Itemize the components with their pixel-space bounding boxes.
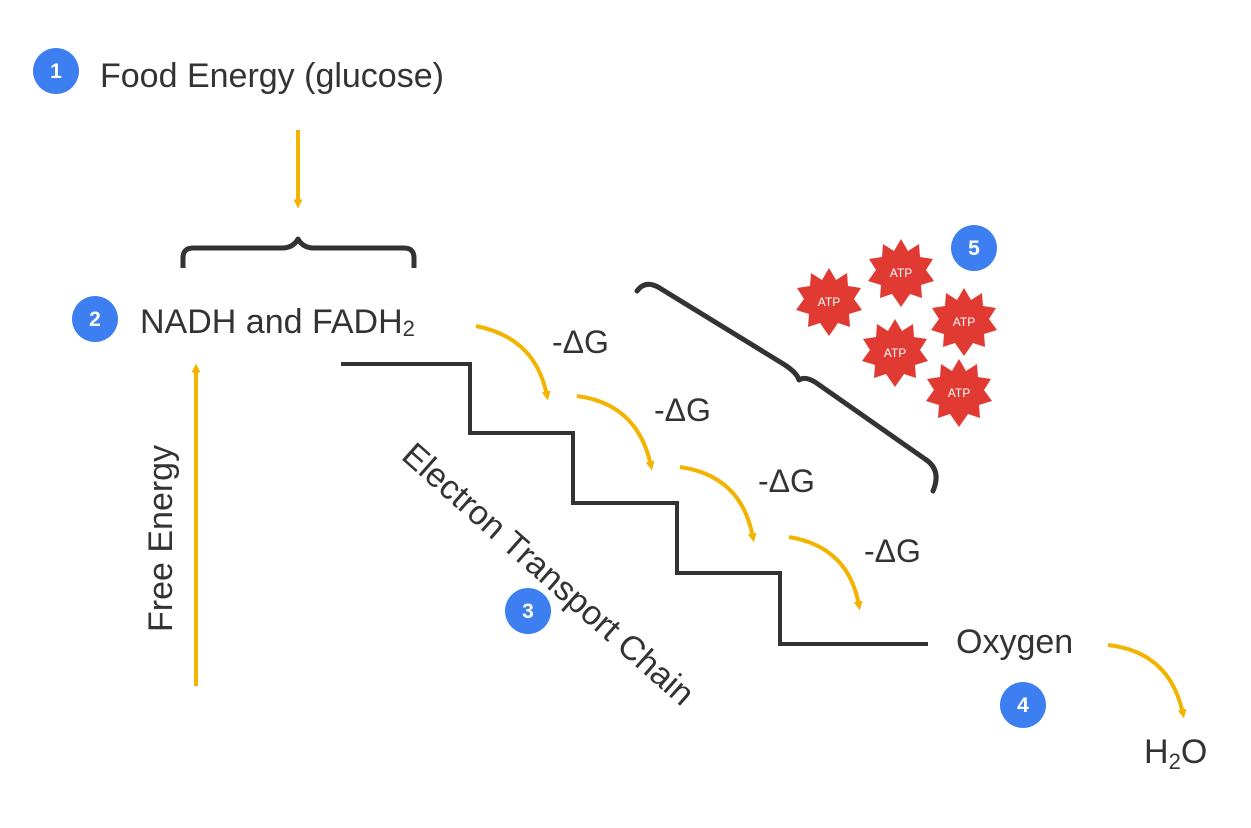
svg-text:3: 3 <box>522 600 534 623</box>
svg-text:ATP: ATP <box>884 346 906 360</box>
svg-text:ATP: ATP <box>890 266 912 280</box>
oxygen-to-water-arrow <box>1107 643 1187 719</box>
food-energy-label: Food Energy (glucose) <box>100 57 444 95</box>
water-label: H2O <box>1144 733 1207 774</box>
step-arrow-3 <box>679 465 757 543</box>
atp-star-1: ATP <box>796 268 862 336</box>
oxygen-label: Oxygen <box>956 623 1073 661</box>
etc-label: Electron Transport Chain <box>395 436 702 714</box>
badge-1: 1 <box>33 48 79 94</box>
atp-star-2: ATP <box>868 239 934 307</box>
badge-5: 5 <box>951 225 997 271</box>
svg-text:5: 5 <box>968 237 980 260</box>
free-energy-label: Free Energy <box>142 445 180 632</box>
badge-2: 2 <box>72 296 118 342</box>
energy-staircase <box>341 362 928 646</box>
step-arrow-4 <box>788 535 863 611</box>
badge-4: 4 <box>1000 682 1046 728</box>
delta-g-label-2: -ΔG <box>654 392 711 428</box>
svg-text:ATP: ATP <box>948 386 970 400</box>
svg-text:2: 2 <box>89 308 101 331</box>
diagonal-brace <box>634 281 939 494</box>
atp-star-3: ATP <box>931 288 997 356</box>
svg-text:4: 4 <box>1017 694 1029 717</box>
delta-g-label-1: -ΔG <box>552 324 609 360</box>
svg-text:ATP: ATP <box>818 295 840 309</box>
badge-3: 3 <box>505 588 551 634</box>
step-arrow-1 <box>475 324 551 401</box>
atp-star-5: ATP <box>926 359 992 427</box>
top-brace <box>180 236 417 268</box>
delta-g-label-4: -ΔG <box>864 533 921 569</box>
svg-text:1: 1 <box>50 60 62 83</box>
svg-text:ATP: ATP <box>953 315 975 329</box>
atp-star-4: ATP <box>862 319 928 387</box>
step-arrow-2 <box>576 394 655 471</box>
delta-g-label-3: -ΔG <box>758 463 815 499</box>
nadh-label: NADH and FADH2 <box>140 303 415 341</box>
